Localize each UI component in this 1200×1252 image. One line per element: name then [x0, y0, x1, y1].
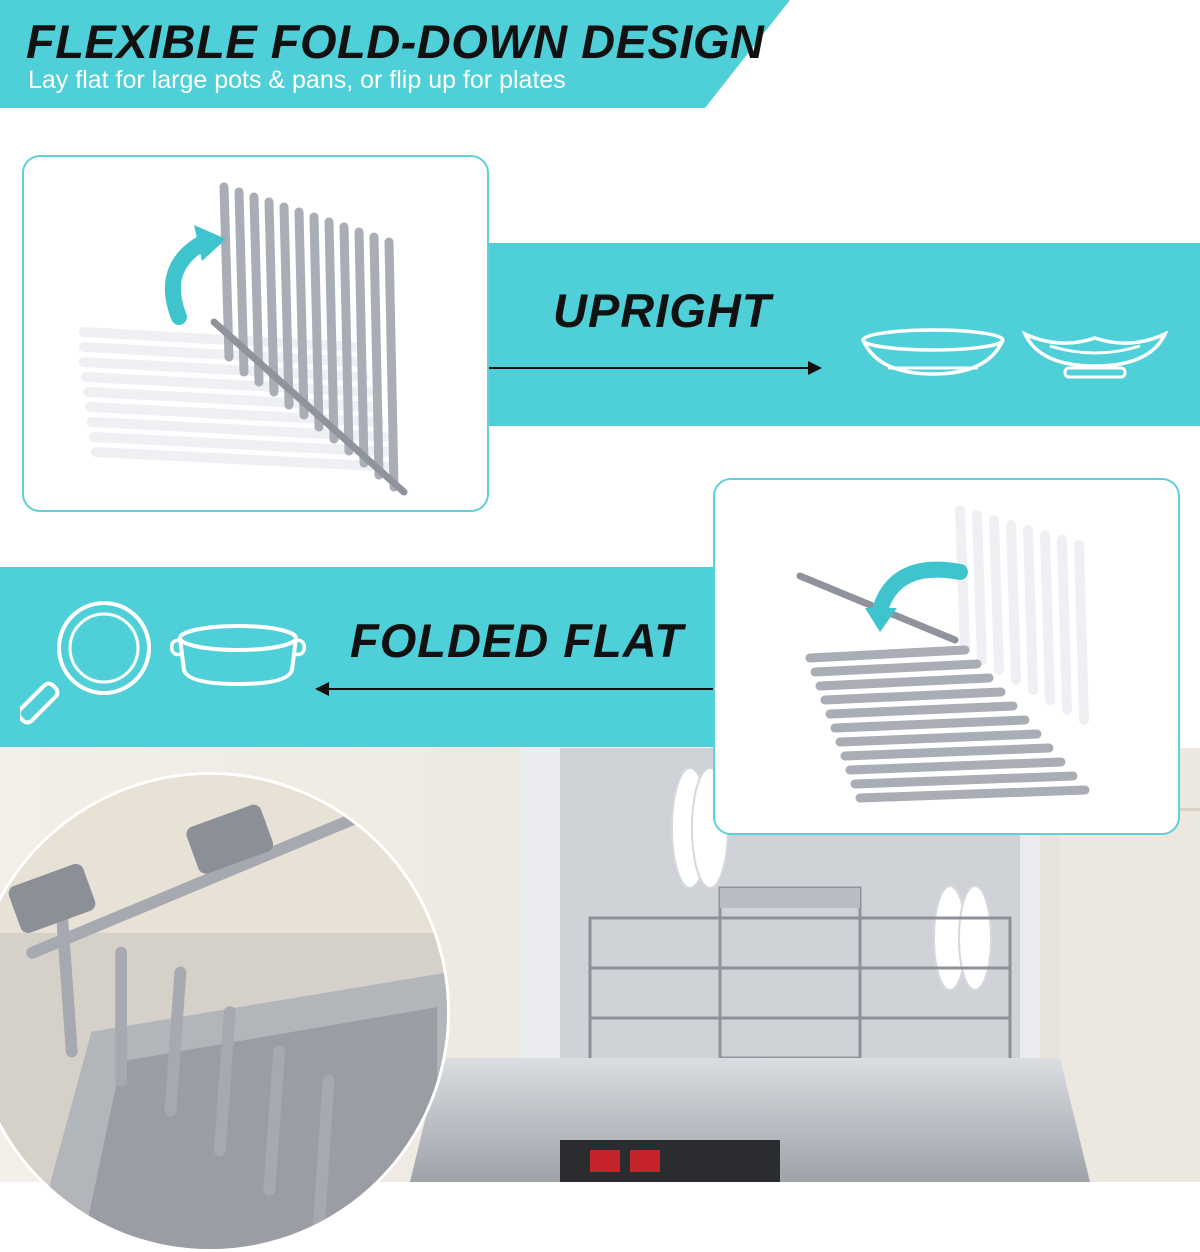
upright-rack-illustration: [79, 182, 408, 496]
arrow-left-icon: [315, 682, 713, 696]
header-banner: [0, 0, 790, 108]
upright-label: UPRIGHT: [553, 284, 772, 337]
folded-flat-band: [0, 567, 713, 747]
upright-band: [488, 243, 1200, 426]
plate-icon: [861, 328, 1005, 376]
folded-flat-product-card: [713, 478, 1180, 835]
baking-dish-icon: [169, 624, 307, 687]
header-title: FLEXIBLE FOLD-DOWN DESIGN: [26, 15, 765, 68]
arrow-right-icon: [488, 361, 822, 375]
bowl-icon: [1021, 330, 1169, 379]
folded-flat-label: FOLDED FLAT: [350, 614, 684, 667]
header-subtitle: Lay flat for large pots & pans, or flip …: [28, 66, 566, 94]
frying-pan-icon: [20, 601, 151, 725]
upright-product-card: [22, 155, 489, 512]
folded-flat-rack-illustration: [796, 505, 1090, 803]
